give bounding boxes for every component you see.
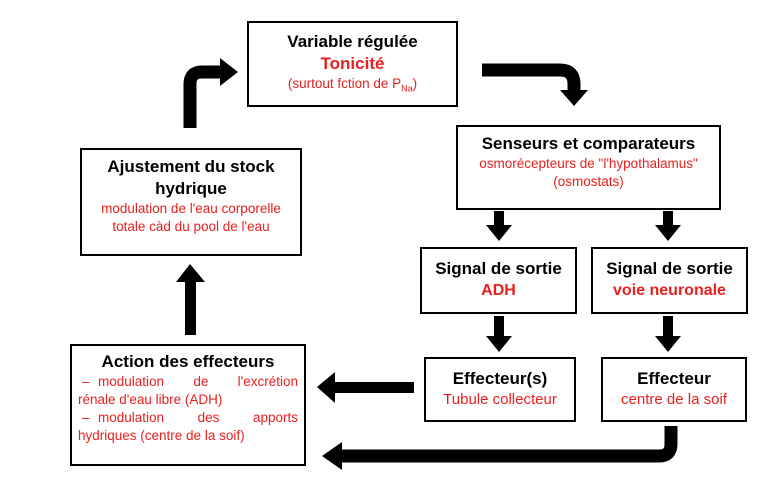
arrow-senseurs-to-signal-neuro bbox=[655, 211, 681, 241]
action-item-1-line1: modulation de l'excrétion bbox=[98, 374, 298, 389]
ajustement-title-line2: hydrique bbox=[155, 179, 227, 198]
effecteur-soif-box: Effecteur centre de la soif bbox=[601, 357, 747, 422]
action-item-1-line2: rénale d'eau libre (ADH) bbox=[78, 392, 223, 407]
signal-neuro-box: Signal de sortie voie neuronale bbox=[591, 247, 748, 314]
signal-neuro-value: voie neuronale bbox=[613, 282, 726, 299]
variable-note: (surtout fction de PNa) bbox=[287, 76, 418, 94]
action-item-2-line2: hydriques (centre de la soif) bbox=[78, 428, 245, 443]
signal-adh-value: ADH bbox=[481, 282, 516, 299]
senseurs-box: Senseurs et comparateurs osmorécepteurs … bbox=[456, 125, 721, 210]
effecteurs-tubule-value: Tubule collecteur bbox=[443, 391, 557, 408]
effecteurs-tubule-box: Effecteur(s) Tubule collecteur bbox=[424, 357, 576, 422]
signal-neuro-title: Signal de sortie bbox=[606, 259, 733, 278]
ajustement-box: Ajustement du stock hydrique modulation … bbox=[80, 148, 302, 256]
senseurs-line2: (osmostats) bbox=[553, 174, 624, 189]
arrow-ajustement-to-variable bbox=[183, 58, 238, 128]
action-list: – modulation de l'excrétion rénale d'eau… bbox=[78, 373, 298, 445]
signal-adh-box: Signal de sortie ADH bbox=[420, 247, 577, 314]
action-dash-1: – bbox=[82, 374, 90, 389]
action-item-2-line1: modulation des apports bbox=[98, 410, 298, 425]
arrow-variable-to-senseurs bbox=[482, 63, 588, 106]
ajustement-line1: modulation de l'eau corporelle bbox=[101, 201, 281, 216]
arrow-signal-adh-to-tubule bbox=[486, 316, 512, 352]
senseurs-line1: osmorécepteurs de "l'hypothalamus" bbox=[479, 156, 698, 171]
action-dash-2: – bbox=[82, 410, 90, 425]
action-box: Action des effecteurs – modulation de l'… bbox=[70, 344, 306, 466]
arrow-action-to-ajustement bbox=[176, 264, 205, 335]
ajustement-line2: totale càd du pool de l'eau bbox=[112, 219, 270, 234]
signal-adh-title: Signal de sortie bbox=[435, 259, 562, 278]
action-title: Action des effecteurs bbox=[101, 352, 275, 371]
action-item-1: – modulation de l'excrétion rénale d'eau… bbox=[78, 373, 298, 409]
senseurs-title: Senseurs et comparateurs bbox=[481, 134, 696, 153]
action-item-2: – modulation des apports hydriques (cent… bbox=[78, 409, 298, 445]
variable-main: Tonicité bbox=[320, 54, 385, 73]
arrow-tubule-to-action bbox=[317, 372, 414, 403]
ajustement-title-line1: Ajustement du stock bbox=[107, 157, 275, 176]
arrow-soif-to-action bbox=[322, 426, 678, 470]
effecteurs-tubule-title: Effecteur(s) bbox=[452, 369, 548, 388]
effecteur-soif-title: Effecteur bbox=[637, 369, 711, 388]
effecteur-soif-value: centre de la soif bbox=[621, 391, 727, 408]
arrow-signal-neuro-to-soif bbox=[655, 316, 681, 352]
variable-title: Variable régulée bbox=[287, 32, 418, 51]
arrow-senseurs-to-signal-adh bbox=[486, 211, 512, 241]
variable-box: Variable régulée Tonicité (surtout fctio… bbox=[247, 21, 458, 107]
